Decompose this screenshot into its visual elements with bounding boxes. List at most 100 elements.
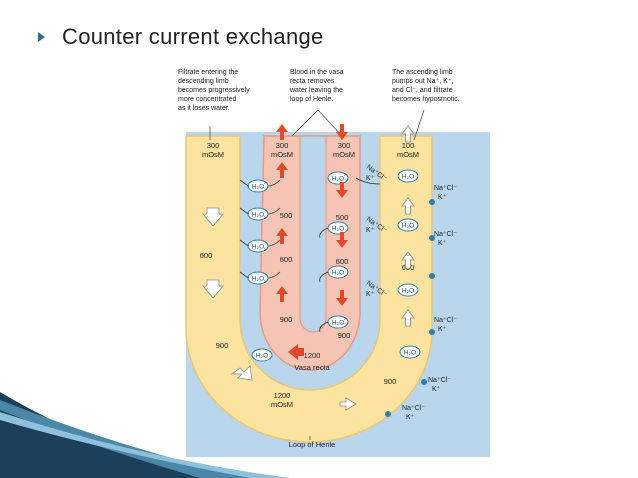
ion-label: Na⁺Cl⁻ <box>434 231 457 238</box>
red-down-arrow <box>336 232 348 248</box>
water-molecule-icon: H₂O <box>327 315 349 329</box>
countercurrent-exchange-diagram: Filtrate entering the descending limb be… <box>170 62 490 457</box>
svg-text:H₂O: H₂O <box>252 276 264 283</box>
osm-unit: mOsM <box>333 150 355 159</box>
osm-label: 900 <box>338 331 351 340</box>
ion-label: K⁺ <box>366 227 375 234</box>
water-molecule-icon: H₂O <box>397 169 419 183</box>
osm-label: 300 <box>338 141 351 150</box>
svg-text:H₂O: H₂O <box>332 176 344 183</box>
osm-label: 500 <box>336 213 349 222</box>
flow-right-arrow <box>339 397 357 411</box>
svg-text:becomes progressively: becomes progressively <box>178 87 250 94</box>
red-up-arrow <box>276 228 288 244</box>
vasa-recta-label: Vasa recta <box>294 363 330 372</box>
ion-label: K⁺ <box>366 175 375 182</box>
svg-text:H₂O: H₂O <box>256 353 268 360</box>
osm-unit: mOsM <box>397 150 419 159</box>
water-molecule-icon: H₂O <box>247 207 269 221</box>
water-molecule-icon: H₂O <box>327 265 349 279</box>
svg-text:as it loses water.: as it loses water. <box>178 105 230 112</box>
ion-label: Na⁺Cl⁻ <box>428 377 451 384</box>
red-curve-arrow <box>288 344 304 360</box>
water-molecule-icon: H₂O <box>251 348 273 362</box>
svg-text:H₂O: H₂O <box>252 184 264 191</box>
svg-text:descending limb: descending limb <box>178 78 229 85</box>
svg-text:H₂O: H₂O <box>332 320 344 327</box>
loop-of-henle-label: Loop of Henle <box>289 440 336 449</box>
filtrate-caption: Filtrate entering the descending limb be… <box>178 69 250 112</box>
svg-text:H₂O: H₂O <box>402 288 414 295</box>
red-up-arrow <box>276 124 288 140</box>
svg-text:Blood in the vasa: Blood in the vasa <box>290 69 344 76</box>
ion-pump-icon <box>429 273 435 279</box>
svg-text:Filtrate entering the: Filtrate entering the <box>178 69 238 76</box>
water-molecule-icon: H₂O <box>397 218 419 232</box>
flow-up-arrow <box>401 251 415 269</box>
flow-diagonal-arrow <box>230 365 253 381</box>
osm-unit: mOsM <box>271 400 293 409</box>
flow-down-arrow <box>202 207 224 227</box>
osm-label: 100 <box>402 141 415 150</box>
svg-text:H₂O: H₂O <box>404 350 416 357</box>
svg-text:H₂O: H₂O <box>332 270 344 277</box>
slide-title-text: Counter current exchange <box>62 24 324 49</box>
ion-label: Na⁺Cl⁻ <box>434 317 457 324</box>
blood-caption: Blood in the vasa recta removes water le… <box>289 69 344 103</box>
red-down-arrow <box>336 182 348 198</box>
ion-label: Na⁺Cl⁻ <box>402 405 425 412</box>
ion-pump-icon <box>429 329 435 335</box>
water-molecule-icon: H₂O <box>327 221 349 235</box>
osm-label: 300 <box>276 141 289 150</box>
svg-text:more concentrated: more concentrated <box>178 96 236 103</box>
red-down-arrow <box>336 290 348 306</box>
flow-up-arrow <box>401 197 415 215</box>
ion-label: K⁺ <box>438 194 447 201</box>
water-molecule-icon: H₂O <box>247 179 269 193</box>
osm-label: 300 <box>207 141 220 150</box>
osm-unit: mOsM <box>202 150 224 159</box>
svg-text:pumps out Na⁺, K⁺,: pumps out Na⁺, K⁺, <box>392 78 454 85</box>
red-down-arrow <box>336 124 348 140</box>
ion-label: K⁺ <box>438 240 447 247</box>
svg-text:loop of Henle.: loop of Henle. <box>290 96 333 103</box>
water-molecule-icon: H₂O <box>399 345 421 359</box>
flow-up-arrow <box>401 309 415 327</box>
ion-pump-icon <box>429 235 435 241</box>
ion-label: K⁺ <box>406 414 415 421</box>
water-molecule-icon: H₂O <box>247 239 269 253</box>
slide-title: Counter current exchange <box>38 24 324 50</box>
svg-text:The ascending limb: The ascending limb <box>392 69 453 76</box>
osm-label: 600 <box>336 257 349 266</box>
svg-text:recta removes: recta removes <box>290 78 335 85</box>
osm-label: 1200 <box>274 391 291 400</box>
ion-label: K⁺ <box>432 386 441 393</box>
ion-label: Na⁺Cl⁻ <box>434 185 457 192</box>
red-up-arrow <box>276 286 288 302</box>
svg-text:becomes hyposmotic.: becomes hyposmotic. <box>392 96 460 103</box>
water-molecule-icon: H₂O <box>327 171 349 185</box>
osm-unit: mOsM <box>271 150 293 159</box>
osm-label: 900 <box>280 315 293 324</box>
osm-label: 900 <box>384 377 397 386</box>
ion-label: K⁺ <box>366 291 375 298</box>
osm-label: 600 <box>200 251 213 260</box>
flow-up-arrow <box>401 125 415 143</box>
svg-text:and Cl⁻, and filtrate: and Cl⁻, and filtrate <box>392 87 453 94</box>
svg-text:H₂O: H₂O <box>252 244 264 251</box>
red-up-arrow <box>276 162 288 178</box>
svg-text:H₂O: H₂O <box>252 212 264 219</box>
osm-label: 500 <box>280 211 293 220</box>
flow-down-arrow <box>202 279 224 299</box>
osm-label: 600 <box>280 255 293 264</box>
bullet-triangle-icon <box>38 32 45 42</box>
svg-text:H₂O: H₂O <box>332 226 344 233</box>
ion-label: K⁺ <box>438 326 447 333</box>
water-molecule-icon: H₂O <box>247 271 269 285</box>
osm-label: 900 <box>216 341 229 350</box>
ion-pump-icon <box>421 379 427 385</box>
svg-text:H₂O: H₂O <box>402 174 414 181</box>
ion-pump-icon <box>429 199 435 205</box>
osm-label: 1200 <box>304 351 321 360</box>
svg-text:H₂O: H₂O <box>402 223 414 230</box>
